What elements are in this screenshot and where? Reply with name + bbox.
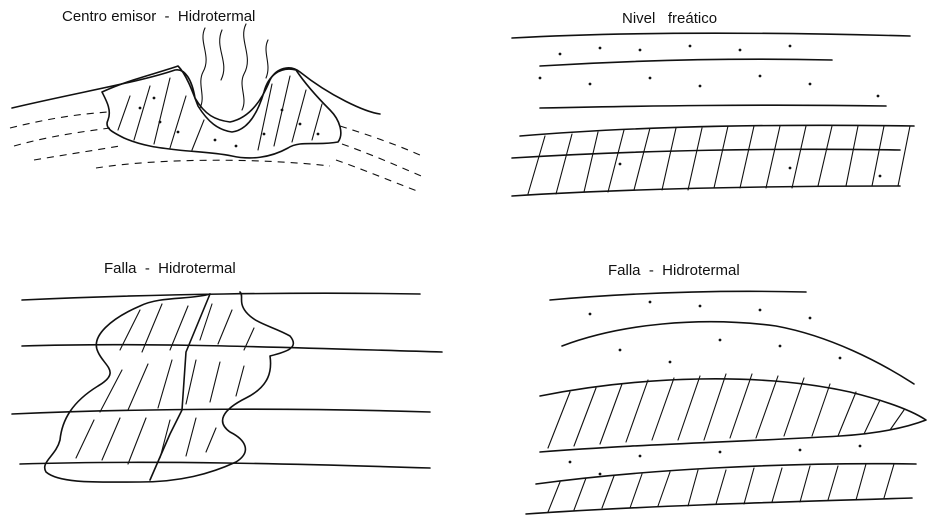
water-table-line — [512, 149, 900, 158]
stipple-dots — [539, 45, 882, 178]
volcanic-vent-sketch — [10, 24, 426, 192]
water-table-sketch — [512, 33, 914, 196]
stratum-right — [336, 160, 420, 192]
hydrothermal-outline — [45, 292, 294, 482]
layer-boundary — [540, 105, 886, 108]
layer-boundary — [12, 409, 430, 414]
layer-boundary — [520, 125, 914, 136]
hatch-lines — [76, 304, 254, 464]
layer-boundary — [540, 59, 832, 66]
layer-boundary — [550, 291, 806, 300]
stratum-right — [342, 144, 426, 178]
vapor-plume — [266, 40, 268, 78]
hatch-lines — [118, 76, 322, 150]
vapor-plume — [220, 30, 224, 80]
layer-boundary — [562, 322, 914, 384]
fault-line — [150, 294, 210, 480]
layer-boundary — [536, 464, 916, 484]
stratum-left — [34, 146, 120, 160]
hatch-lines — [528, 126, 910, 194]
layer-boundary — [22, 293, 420, 300]
layer-boundary — [526, 498, 912, 514]
cone-surface — [12, 68, 380, 122]
stratum-left — [14, 128, 110, 146]
stratum-right — [340, 126, 422, 156]
fault-sketch-right — [526, 291, 926, 514]
stratum-left — [10, 112, 108, 128]
hatched-lens — [540, 379, 926, 452]
layer-boundary — [512, 186, 900, 196]
stipple-dots — [569, 301, 862, 476]
hatch-lines — [548, 374, 904, 448]
stratum-bottom — [96, 160, 330, 168]
layer-boundary — [22, 345, 442, 352]
vapor-plume — [200, 28, 206, 108]
fault-sketch-left — [12, 292, 442, 482]
vapor-plume — [242, 24, 247, 110]
layer-boundary — [512, 33, 910, 38]
